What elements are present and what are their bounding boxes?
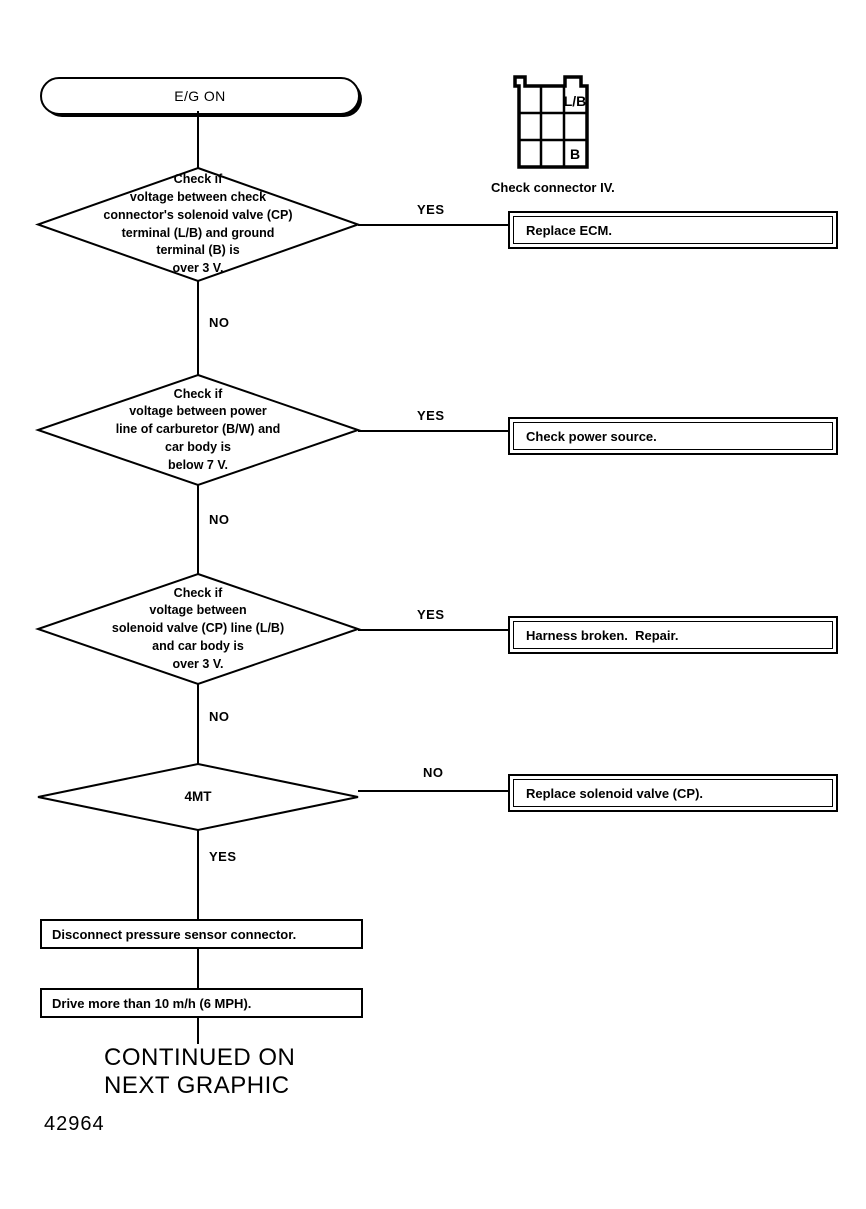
decision-transmission-type: 4MT <box>37 762 359 832</box>
connector-decision-2-yes <box>358 430 508 432</box>
result-replace-solenoid-valve: Replace solenoid valve (CP). <box>508 774 838 812</box>
branch-label-decision-3-no: NO <box>209 709 230 724</box>
connector-process-1-to-process-2 <box>197 949 199 988</box>
decision-check-cp-terminal-voltage: Check if voltage between check connector… <box>34 166 362 283</box>
process-disconnect-pressure-sensor: Disconnect pressure sensor connector. <box>40 919 363 949</box>
connector-decision-4-yes <box>197 830 199 919</box>
connector-decision-1-no <box>197 281 199 375</box>
process-disconnect-pressure-sensor-label: Disconnect pressure sensor connector. <box>52 926 297 942</box>
connector-decision-2-no <box>197 485 199 574</box>
branch-label-decision-1-yes: YES <box>417 202 445 217</box>
connector-decision-3-yes <box>358 629 508 631</box>
connector-decision-1-yes <box>358 224 508 226</box>
branch-label-decision-4-no: NO <box>423 765 444 780</box>
start-terminator: E/G ON <box>40 77 360 115</box>
result-harness-broken-repair-label: Harness broken. Repair. <box>513 621 833 649</box>
start-terminator-label: E/G ON <box>174 88 226 104</box>
continued-note: CONTINUED ON NEXT GRAPHIC <box>104 1044 296 1099</box>
connector-caption: Check connector IV. <box>491 180 615 195</box>
branch-label-decision-3-yes: YES <box>417 607 445 622</box>
branch-label-decision-4-yes: YES <box>209 849 237 864</box>
connector-cell-top-right-label: L/B <box>564 93 587 109</box>
result-check-power-source-label: Check power source. <box>513 422 833 450</box>
decision-diamond-shape <box>37 762 359 832</box>
branch-label-decision-2-no: NO <box>209 512 230 527</box>
process-drive-more-than-10kmh: Drive more than 10 m/h (6 MPH). <box>40 988 363 1018</box>
connector-start-to-decision-1 <box>197 111 199 168</box>
branch-label-decision-1-no: NO <box>209 315 230 330</box>
decision-check-carburetor-power-voltage: Check if voltage between power line of c… <box>34 373 362 487</box>
result-check-power-source: Check power source. <box>508 417 838 455</box>
decision-diamond-shape <box>34 373 362 487</box>
connector-outline <box>513 75 589 169</box>
result-replace-ecm: Replace ECM. <box>508 211 838 249</box>
check-connector-diagram: L/B B <box>513 74 593 170</box>
connector-to-next-graphic <box>197 1018 199 1044</box>
branch-label-decision-2-yes: YES <box>417 408 445 423</box>
process-drive-more-than-10kmh-label: Drive more than 10 m/h (6 MPH). <box>52 995 252 1011</box>
result-harness-broken-repair: Harness broken. Repair. <box>508 616 838 654</box>
decision-check-solenoid-line-voltage: Check if voltage between solenoid valve … <box>34 572 362 686</box>
decision-diamond-shape <box>34 166 362 283</box>
connector-cell-bottom-right-label: B <box>570 146 580 162</box>
connector-decision-3-no <box>197 684 199 764</box>
result-replace-solenoid-valve-label: Replace solenoid valve (CP). <box>513 779 833 807</box>
figure-number: 42964 <box>44 1113 105 1135</box>
connector-decision-4-no <box>358 790 508 792</box>
decision-diamond-shape <box>34 572 362 686</box>
result-replace-ecm-label: Replace ECM. <box>513 216 833 244</box>
